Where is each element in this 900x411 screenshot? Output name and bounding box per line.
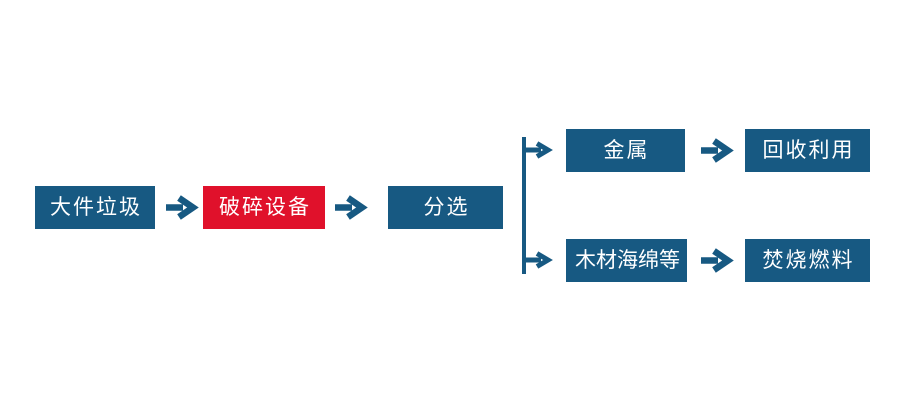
- branch-arrow-top-icon: [524, 141, 553, 159]
- arrow-right-icon: [701, 248, 734, 273]
- node-sorting-label: 分选: [423, 195, 470, 219]
- node-bulky-waste: 大件垃圾: [35, 186, 155, 229]
- node-recycling-label: 回收利用: [762, 138, 855, 162]
- node-incineration-fuel: 焚烧燃料: [745, 239, 870, 282]
- node-bulky-waste-label: 大件垃圾: [50, 195, 142, 219]
- arrow-right-icon: [166, 195, 199, 220]
- node-crushing-equipment: 破碎设备: [203, 186, 325, 229]
- node-metal: 金属: [566, 129, 685, 172]
- node-recycling: 回收利用: [745, 129, 870, 172]
- branch-arrow-bottom-icon: [524, 251, 553, 269]
- branch-connector-line: [522, 137, 526, 274]
- node-wood-sponge-etc-label: 木材海绵等: [575, 248, 680, 272]
- node-metal-label: 金属: [603, 138, 650, 162]
- node-incineration-fuel-label: 焚烧燃料: [762, 248, 855, 272]
- arrow-right-icon: [335, 195, 368, 220]
- node-crushing-equipment-label: 破碎设备: [219, 195, 311, 219]
- node-wood-sponge-etc: 木材海绵等: [566, 239, 687, 282]
- arrow-right-icon: [701, 138, 734, 163]
- node-sorting: 分选: [388, 186, 503, 229]
